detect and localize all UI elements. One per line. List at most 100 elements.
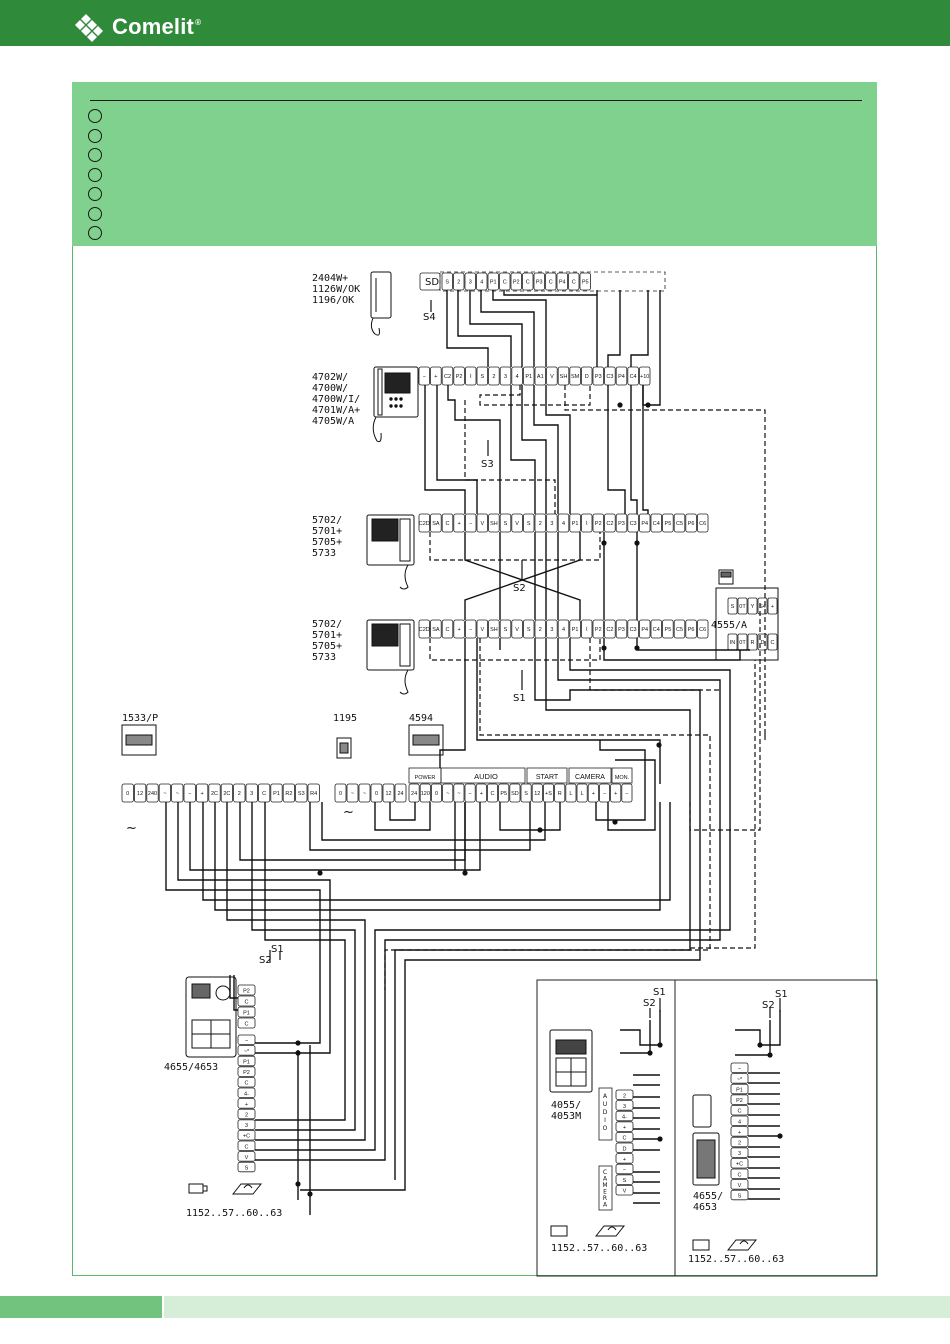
monitor-mid2-terminal-label: C3 xyxy=(630,627,637,633)
junction-dot xyxy=(612,819,618,825)
psu-terminal-label: 2C xyxy=(211,791,218,797)
din-module-icon xyxy=(121,724,157,756)
mixer-terminal xyxy=(486,783,498,803)
device-label: 5733 xyxy=(312,652,336,663)
comelit-logo-icon xyxy=(75,14,103,42)
monitor-top-terminal xyxy=(488,366,500,386)
monitor-mid1-terminal xyxy=(511,513,523,533)
panel-left-top-terminal xyxy=(237,984,256,996)
wire xyxy=(589,638,720,691)
relay-terminal xyxy=(346,783,359,803)
signal-s1: S1 xyxy=(653,987,666,998)
device-label: 4701W/A+ xyxy=(312,405,360,416)
mixer-terminal xyxy=(599,783,611,803)
phone-strip-frame xyxy=(439,271,666,292)
monitor-mid1-terminal xyxy=(476,513,489,533)
monitor-top-terminal xyxy=(615,366,628,386)
phone-terminal-label: P3 xyxy=(536,280,543,286)
psu-terminal xyxy=(257,783,271,803)
monitor-top-terminal xyxy=(569,366,581,386)
mixer-group-audio: AUDIO xyxy=(474,772,498,781)
legend-marker xyxy=(88,207,102,221)
panel-right-a-terminal xyxy=(615,1100,634,1111)
junction-dot xyxy=(656,742,662,748)
panel-left-terminal xyxy=(237,1045,256,1056)
mixer-terminal xyxy=(408,783,420,803)
monitor-mid1-terminal-label: C xyxy=(446,521,450,527)
psu-terminal xyxy=(282,783,296,803)
monitor-mid1-terminal xyxy=(569,513,581,533)
signal-s2: S2 xyxy=(259,955,272,966)
monitor-top-terminal-label: P2 xyxy=(456,374,463,380)
panel-right-b-terminal xyxy=(730,1189,749,1201)
mixer-terminal xyxy=(509,783,521,803)
signal-s3: S3 xyxy=(481,459,494,470)
mixer-terminal-label: SD xyxy=(511,791,519,797)
mixer-terminal-label: 12 xyxy=(534,791,540,797)
monitor-mid2-terminal xyxy=(581,619,593,639)
monitor-mid2-terminal xyxy=(488,619,500,639)
device-label: 5733 xyxy=(312,548,336,559)
mixer-terminal-label: +S xyxy=(545,791,552,797)
device-label: 1152..57..60..63 xyxy=(688,1254,784,1265)
mixer-terminal-label: − xyxy=(625,791,628,797)
device-label: 1533/P xyxy=(122,713,158,724)
monitor-mid1-terminal-label: C2D xyxy=(419,521,430,527)
phone-terminal-label: C xyxy=(503,280,507,286)
phone-terminal-label: P1 xyxy=(490,280,497,286)
wire xyxy=(545,385,571,514)
psu-terminal-label: S3 xyxy=(298,791,305,797)
monitor-mid2-terminal xyxy=(418,619,431,639)
wire xyxy=(735,1010,781,1046)
diagram-frame xyxy=(72,82,877,1276)
legend-marker xyxy=(88,148,102,162)
phone-terminal-label: P4 xyxy=(559,280,566,286)
monitor-mid1-terminal-label: 2 xyxy=(539,521,542,527)
phone-terminal-label: 2 xyxy=(457,280,460,286)
monitor-mid2-terminal xyxy=(476,619,489,639)
wire xyxy=(464,400,556,514)
wire xyxy=(735,1020,771,1056)
panel-right-b-terminal-label: 2 xyxy=(738,1141,741,1147)
mixer-terminal xyxy=(531,783,543,803)
monitor-mid1-terminal-label: P5 xyxy=(665,521,672,527)
panel-right-b-terminal xyxy=(730,1136,749,1148)
mixer-terminal-label: − xyxy=(468,791,471,797)
monitor-mid1-terminal-label: C4 xyxy=(653,521,660,527)
monitor-top-terminal-label: V xyxy=(550,374,554,380)
panel-left-terminal-label: ~ xyxy=(245,1038,248,1044)
device-label: 1152..57..60..63 xyxy=(186,1208,282,1219)
wire xyxy=(607,385,626,514)
legend-rule xyxy=(90,100,862,101)
camera-icon xyxy=(692,1239,758,1251)
door-panel-icon xyxy=(549,1029,593,1093)
phone-terminal-label: P5 xyxy=(582,280,589,286)
din-module-icon xyxy=(408,724,444,756)
monitor-mid1-terminal-label: 4 xyxy=(562,521,565,527)
ac-symbol: ~ xyxy=(343,805,354,820)
phone-terminal-label: C xyxy=(572,280,576,286)
panel-right-a-terminal xyxy=(615,1185,634,1196)
interface-terminal xyxy=(747,597,758,615)
mixer-terminal xyxy=(419,783,431,803)
phone-terminal xyxy=(568,272,580,291)
phone-terminal xyxy=(579,272,591,291)
signal-s4: S4 xyxy=(423,312,436,323)
panel-left-top-terminal-label: C xyxy=(245,1022,249,1028)
monitor-mid2-terminal-label: P4 xyxy=(641,627,648,633)
mixer-terminal-label: + xyxy=(614,791,617,797)
panel-left-terminal xyxy=(237,1055,256,1067)
camera-icon xyxy=(550,1225,626,1237)
mixer-terminal-label: + xyxy=(592,791,595,797)
relay-module-icon xyxy=(336,737,352,759)
monitor-top-terminal xyxy=(546,366,558,386)
wire xyxy=(446,290,489,367)
wire xyxy=(374,802,431,831)
monitor-mid2-terminal xyxy=(464,619,477,639)
wire xyxy=(202,802,671,901)
inset-box xyxy=(536,979,878,1277)
monitor-mid1-terminal xyxy=(418,513,431,533)
mixer-terminal xyxy=(621,783,633,803)
monitor-mid1-terminal xyxy=(581,513,593,533)
